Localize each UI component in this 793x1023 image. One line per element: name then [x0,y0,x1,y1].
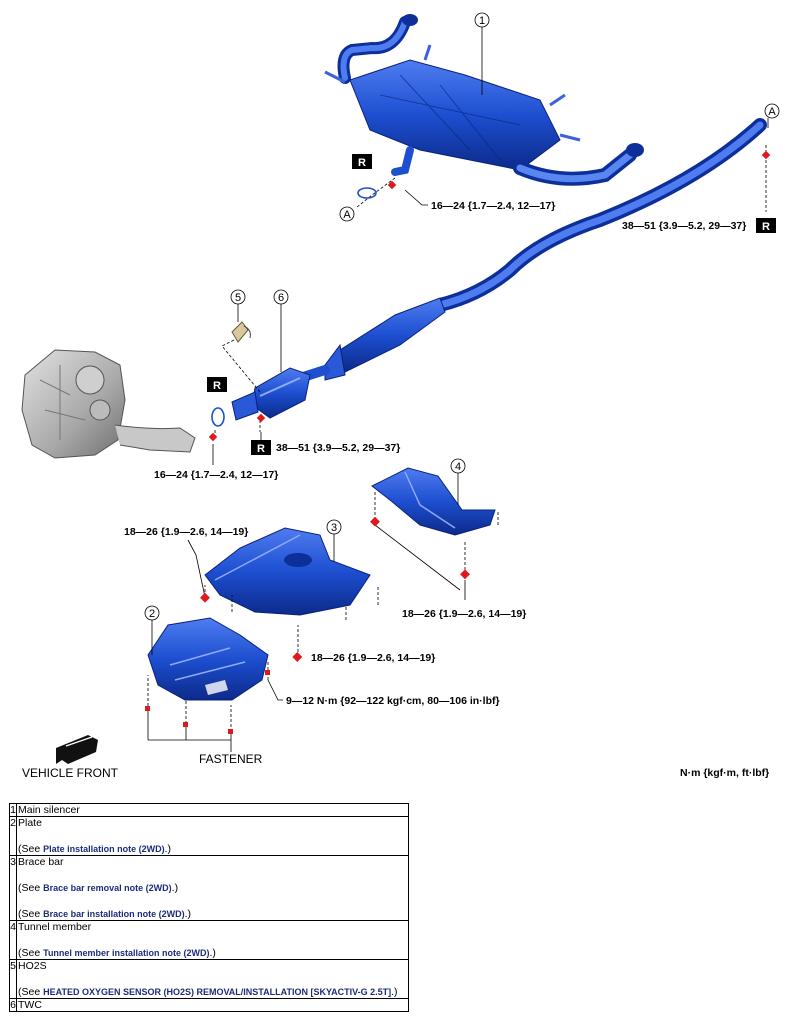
part-name: Plate [18,817,42,829]
solid-leaders [147,20,769,752]
part-description: Plate (See Plate installation note (2WD).… [16,816,409,856]
tunnel-member [371,467,496,536]
see-suffix: .) [164,843,172,855]
gasket-ring [357,187,377,199]
svg-text:A: A [768,106,776,118]
exhaust-system-diagram: 1 5 6 4 3 2 A A R R R R [21,12,780,780]
torque-label-brace-front: 18—26 {1.9—2.6, 14—19} [124,526,248,538]
torque-label-silencer: 16—24 {1.7—2.4, 12—17} [431,200,555,212]
svg-text:6: 6 [278,292,284,304]
part-description: Tunnel member (See Tunnel member installa… [16,920,409,960]
see-reference: (See Tunnel member installation note (2W… [18,947,407,959]
see-suffix: .) [391,986,398,998]
see-prefix: (See [18,947,44,959]
part-description: Main silencer [16,803,409,817]
see-reference: (See HEATED OXYGEN SENSOR (HO2S) REMOVAL… [18,986,407,998]
engine-turbo [21,349,196,459]
ho2s-sensor [221,321,261,393]
svg-text:R: R [213,380,221,392]
see-prefix: (See [18,843,44,855]
part-number: 1 [9,803,17,817]
svg-text:5: 5 [235,292,241,304]
svg-text:4: 4 [455,461,461,473]
torque-label-turbo: 16—24 {1.7—2.4, 12—17} [154,469,278,481]
reference-link[interactable]: Tunnel member installation note (2WD) [43,948,210,958]
torque-label-twc: 38—51 {3.9—5.2, 29—37} [276,442,400,454]
torque-label-plate: 9—12 N·m {92—122 kgf·cm, 80—106 in·lbf} [286,695,500,707]
part-name: Main silencer [18,804,80,816]
svg-text:R: R [257,443,265,455]
svg-text:R: R [762,221,770,233]
svg-text:1: 1 [479,15,485,27]
torque-label-tunnel: 18—26 {1.9—2.6, 14—19} [402,608,526,620]
callout-6: 6 [273,289,289,305]
replace-mark: R [756,218,776,233]
reference-link[interactable]: Brace bar installation note (2WD) [43,909,185,919]
part-number: 6 [9,998,17,1012]
part-name: Tunnel member [18,921,92,933]
see-reference: (See Brace bar removal note (2WD).) [18,882,407,894]
see-prefix: (See [18,986,44,998]
callout-2: 2 [144,605,160,621]
see-suffix: .) [209,947,216,959]
callout-3: 3 [326,519,342,535]
part-name: Brace bar [18,856,64,868]
replace-mark: R [352,154,372,169]
callout-5: 5 [230,289,246,305]
reference-link[interactable]: Brace bar removal note (2WD) [43,883,172,893]
reference-link[interactable]: HEATED OXYGEN SENSOR (HO2S) REMOVAL/INST… [43,987,392,997]
part-description: Brace bar (See Brace bar removal note (2W… [16,855,409,921]
part-name: HO2S [18,960,47,972]
replace-mark: R [207,377,227,392]
see-suffix: .) [184,908,192,920]
part-number: 2 [9,816,17,856]
part-number: 3 [9,855,17,921]
callout-1: 1 [474,12,490,28]
svg-text:A: A [343,209,351,221]
see-prefix: (See [18,908,44,920]
units-label: N·m {kgf·m, ft·lbf} [680,767,770,779]
reference-link[interactable]: Plate installation note (2WD) [43,844,165,854]
exhaust-pipe [295,118,767,383]
brace-bar [204,527,371,616]
torque-label-brace-rear: 18—26 {1.9—2.6, 14—19} [311,652,435,664]
see-prefix: (See [18,882,44,894]
callout-a-right: A [764,103,780,119]
vehicle-front-label: VEHICLE FRONT [22,766,119,780]
part-name: TWC [18,999,42,1011]
replace-mark: R [251,440,271,455]
part-description: TWC [16,998,409,1012]
callout-4: 4 [450,458,466,474]
svg-text:3: 3 [331,522,337,534]
see-suffix: .) [171,882,179,894]
see-reference: (See Plate installation note (2WD).) [18,843,407,855]
callout-a-left: A [339,206,355,222]
torque-label-pipe-rear: 38—51 {3.9—5.2, 29—37} [622,220,746,232]
fastener-label: FASTENER [199,752,263,766]
see-reference: (See Brace bar installation note (2WD).) [18,908,407,920]
svg-text:2: 2 [149,608,155,620]
twc [231,367,311,421]
svg-text:R: R [358,157,366,169]
part-description: HO2S (See HEATED OXYGEN SENSOR (HO2S) REM… [16,959,409,999]
plate [147,617,269,701]
main-silencer [324,14,644,186]
vehicle-front-arrow-icon [56,735,98,764]
part-number: 5 [9,959,17,999]
gasket-ring [211,407,225,427]
part-number: 4 [9,920,17,960]
